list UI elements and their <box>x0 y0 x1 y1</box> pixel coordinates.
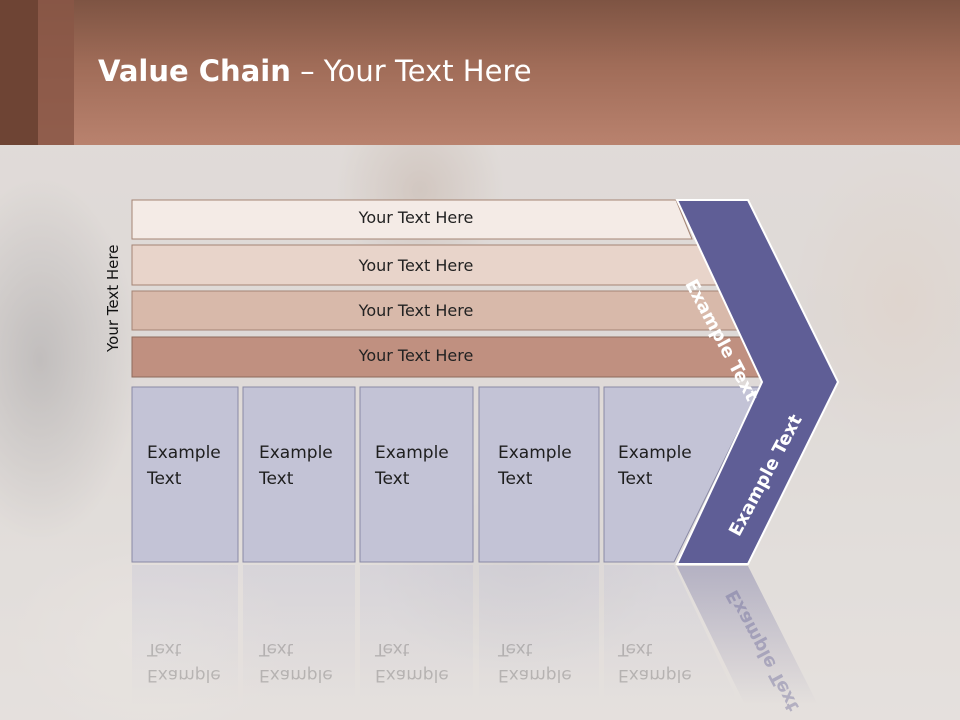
box-3-reflection <box>360 565 473 705</box>
title-bold: Value Chain <box>98 54 291 88</box>
box-2 <box>242 386 356 563</box>
box-1-reflection <box>132 565 238 705</box>
box-4-line1: Example <box>498 443 572 463</box>
box-5-text: Example Text <box>618 440 692 492</box>
row-label-2: Your Text Here <box>358 256 474 275</box>
box-5-text-reflection: Example Text <box>618 636 692 688</box>
box-5-refl-line1: Example <box>618 665 692 685</box>
box-1-refl-line2: Text <box>147 639 182 659</box>
box-3 <box>359 386 474 563</box>
box-4-text: Example Text <box>498 440 572 492</box>
box-4-refl-line2: Text <box>498 639 533 659</box>
box-1 <box>131 386 239 563</box>
box-1-line2: Text <box>147 469 182 489</box>
box-4-refl-line1: Example <box>498 665 572 685</box>
box-1-line1: Example <box>147 443 221 463</box>
box-3-line1: Example <box>375 443 449 463</box>
chevron-arrow <box>675 199 840 565</box>
box-3-text: Example Text <box>375 440 449 492</box>
box-5-line1: Example <box>618 443 692 463</box>
box-2-line1: Example <box>259 443 333 463</box>
row-label-1: Your Text Here <box>358 208 474 227</box>
box-2-refl-line2: Text <box>259 639 294 659</box>
box-4-text-reflection: Example Text <box>498 636 572 688</box>
box-5-line2: Text <box>618 469 653 489</box>
box-2-text: Example Text <box>259 440 333 492</box>
header-stripe-light <box>38 0 74 145</box>
box-1-refl-line1: Example <box>147 665 221 685</box>
box-1-text: Example Text <box>147 440 221 492</box>
row-label-3: Your Text Here <box>358 301 474 320</box>
box-3-line2: Text <box>375 469 410 489</box>
box-2-reflection <box>243 565 355 705</box>
slide-title: Value Chain – Your Text Here <box>98 54 532 88</box>
box-2-text-reflection: Example Text <box>259 636 333 688</box>
box-1-text-reflection: Example Text <box>147 636 221 688</box>
title-band: Value Chain – Your Text Here <box>0 0 960 145</box>
box-3-refl-line1: Example <box>375 665 449 685</box>
box-4-line2: Text <box>498 469 533 489</box>
row-bar-1 <box>131 199 693 240</box>
header-stripe-dark <box>0 0 38 145</box>
chevron-reflection <box>677 566 818 705</box>
row-label-4: Your Text Here <box>358 346 474 365</box>
box-4 <box>478 386 600 563</box>
box-5-reflection <box>604 565 740 705</box>
box-2-line2: Text <box>259 469 294 489</box>
box-5-refl-line2: Text <box>618 639 653 659</box>
box-5 <box>603 386 761 563</box>
box-3-refl-line2: Text <box>375 639 410 659</box>
title-rest: – Your Text Here <box>290 54 532 88</box>
box-4-reflection <box>479 565 599 705</box>
box-2-refl-line1: Example <box>259 665 333 685</box>
box-3-text-reflection: Example Text <box>375 636 449 688</box>
